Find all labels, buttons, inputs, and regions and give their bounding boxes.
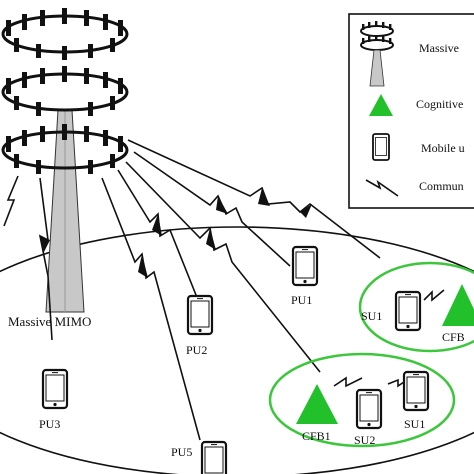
link-to-cfb1 xyxy=(125,161,321,373)
su-cluster-ellipse-bottom xyxy=(268,352,456,448)
pu5-phone-icon xyxy=(200,440,228,474)
legend-lightning-icon xyxy=(365,179,399,197)
cfb1-triangle-icon xyxy=(296,384,338,424)
pu5-label: PU5 xyxy=(171,445,192,459)
legend-phone-icon xyxy=(372,133,390,161)
cfb-label: CFB xyxy=(442,330,465,344)
su-cluster-ellipse-top xyxy=(358,261,474,353)
legend: Massive Cognitive Mobile u Commun xyxy=(348,13,474,209)
massive-mimo-tower-icon xyxy=(1,8,129,174)
cfb-triangle-icon xyxy=(442,284,474,326)
pu1-phone-icon xyxy=(291,245,319,287)
local-links xyxy=(333,289,445,388)
cfb1-label: CFB1 xyxy=(302,429,331,443)
su2-label: SU2 xyxy=(354,433,375,447)
su1-bottom-phone-icon xyxy=(402,370,430,412)
legend-label-0: Massive xyxy=(419,41,459,55)
pu2-label: PU2 xyxy=(186,343,207,357)
legend-label-2: Mobile u xyxy=(421,141,465,155)
su1-top-phone-icon xyxy=(394,290,422,332)
pu2-phone-icon xyxy=(186,294,214,336)
link-to-pu5 xyxy=(101,177,201,441)
tower-beam xyxy=(45,109,85,313)
pu1-label: PU1 xyxy=(291,293,312,307)
cell-coverage-ellipse xyxy=(0,226,474,474)
tower-label: Massive MIMO xyxy=(8,314,91,329)
legend-label-3: Commun xyxy=(419,179,464,193)
link-to-left xyxy=(3,175,19,227)
su1-top-label: SU1 xyxy=(361,309,382,323)
legend-label-1: Cognitive xyxy=(416,97,463,111)
link-to-pu1 xyxy=(133,151,291,267)
pu3-label: PU3 xyxy=(39,417,60,431)
su1-bottom-label: SU1 xyxy=(404,417,425,431)
legend-tower-icon xyxy=(360,21,394,87)
pu3-phone-icon xyxy=(41,368,69,410)
su2-phone-icon xyxy=(355,388,383,430)
link-bolt-heads xyxy=(40,188,312,278)
legend-triangle-icon xyxy=(369,94,393,116)
link-to-su1 xyxy=(127,139,381,259)
